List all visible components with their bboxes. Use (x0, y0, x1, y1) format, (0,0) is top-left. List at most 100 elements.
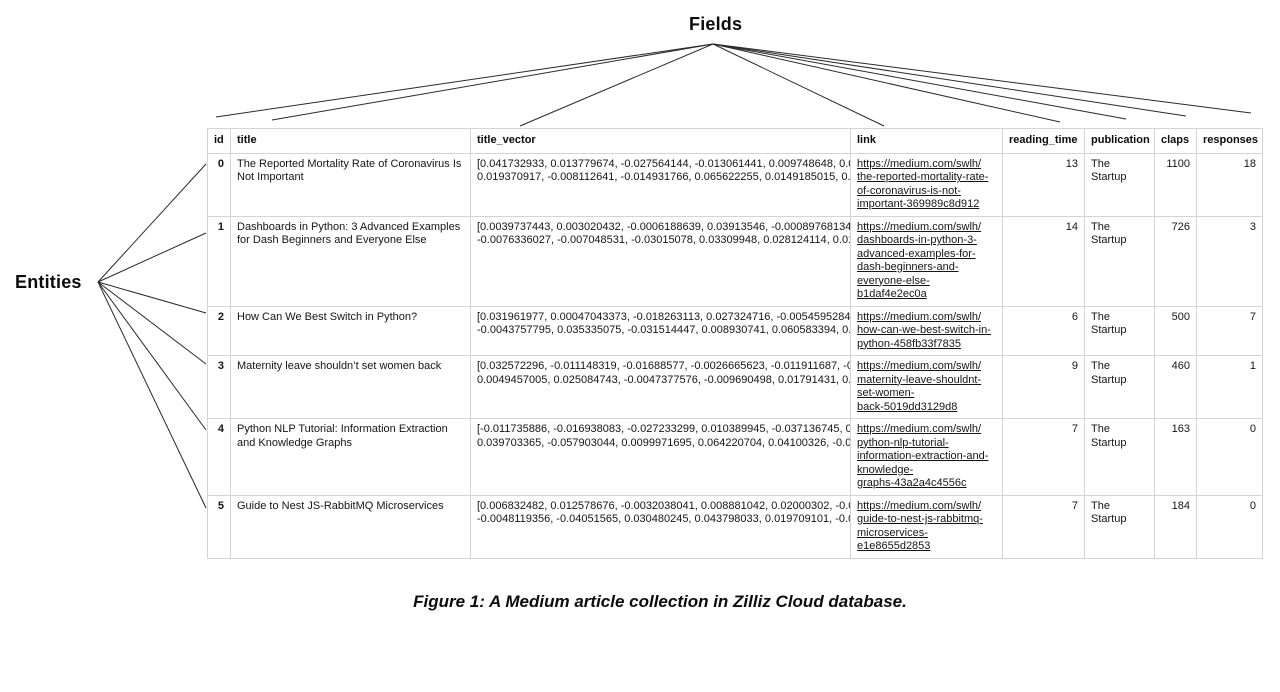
cell-title: Dashboards in Python: 3 Advanced Example… (230, 215, 471, 307)
cell-id: 4 (207, 418, 231, 496)
cell-title-vector: [0.006832482, 0.012578676, -0.0032038041… (470, 494, 851, 559)
cell-responses: 3 (1196, 215, 1263, 307)
connector-line (712, 43, 1187, 117)
column-header-responses: responses (1196, 128, 1263, 154)
cell-claps: 460 (1154, 355, 1197, 419)
connector-line (712, 43, 1252, 114)
connector-line (97, 281, 207, 431)
table-row: 1 Dashboards in Python: 3 Advanced Examp… (207, 215, 1263, 307)
cell-publication: The Startup (1084, 355, 1155, 419)
connector-line (712, 43, 1061, 123)
cell-reading-time: 7 (1002, 494, 1085, 559)
cell-reading-time: 14 (1002, 215, 1085, 307)
cell-title-vector: [0.031961977, 0.00047043373, -0.01826311… (470, 305, 851, 356)
cell-publication: The Startup (1084, 215, 1155, 307)
cell-claps: 726 (1154, 215, 1197, 307)
fields-label: Fields (689, 14, 743, 34)
vector-line: 0.0049457005, 0.025084743, -0.0047377576… (477, 373, 850, 386)
cell-title: Maternity leave shouldn’t set women back (230, 355, 471, 419)
cell-claps: 1100 (1154, 152, 1197, 217)
vector-line: -0.0048119356, -0.04051565, 0.030480245,… (477, 513, 850, 525)
cell-link: https://medium.com/swlh/ how-can-we-best… (850, 305, 1003, 356)
table-row: 5 Guide to Nest JS-RabbitMQ Microservice… (207, 494, 1263, 559)
fields-connectors (215, 43, 1252, 127)
header-row: id title title_vector link reading_time … (207, 128, 1263, 154)
cell-title: Python NLP Tutorial: Information Extract… (230, 418, 471, 496)
connector-line (97, 281, 207, 509)
table-row: 4 Python NLP Tutorial: Information Extra… (207, 418, 1263, 496)
connector-line (271, 43, 714, 121)
cell-id: 0 (207, 152, 231, 217)
figure-caption: Figure 1: A Medium article collection in… (413, 592, 907, 611)
cell-reading-time: 6 (1002, 305, 1085, 356)
connector-line (712, 43, 1127, 120)
connector-line (712, 43, 885, 127)
connector-line (97, 232, 207, 283)
cell-id: 2 (207, 305, 231, 356)
cell-reading-time: 13 (1002, 152, 1085, 217)
cell-title-vector: [0.032572296, -0.011148319, -0.01688577,… (470, 355, 851, 419)
connector-line (519, 43, 714, 127)
vector-line: [0.006832482, 0.012578676, -0.0032038041… (477, 499, 850, 512)
cell-responses: 7 (1196, 305, 1263, 356)
vector-line: -0.0076336027, -0.007048531, -0.03015078… (477, 234, 850, 246)
vector-line: [0.041732933, 0.013779674, -0.027564144,… (477, 157, 850, 170)
cell-title-vector: [-0.011735886, -0.016938083, -0.02723329… (470, 418, 851, 496)
vector-line: [0.032572296, -0.011148319, -0.01688577,… (477, 360, 850, 372)
cell-publication: The Startup (1084, 418, 1155, 496)
entities-connectors (97, 163, 207, 509)
vector-line: [0.0039737443, 0.003020432, -0.000618863… (477, 220, 850, 233)
table-row: 0 The Reported Mortality Rate of Coronav… (207, 152, 1263, 217)
vector-line: [0.031961977, 0.00047043373, -0.01826311… (477, 310, 850, 323)
cell-link: https://medium.com/swlh/ python-nlp-tuto… (850, 418, 1003, 496)
cell-reading-time: 7 (1002, 418, 1085, 496)
column-header-reading-time: reading_time (1002, 128, 1085, 154)
cell-title: The Reported Mortality Rate of Coronavir… (230, 152, 471, 217)
article-link[interactable]: https://medium.com/swlh/ how-can-we-best… (857, 310, 991, 350)
cell-title: How Can We Best Switch in Python? (230, 305, 471, 356)
cell-link: https://medium.com/swlh/ dashboards-in-p… (850, 215, 1003, 307)
column-header-claps: claps (1154, 128, 1197, 154)
table-row: 3 Maternity leave shouldn’t set women ba… (207, 355, 1263, 419)
cell-id: 1 (207, 215, 231, 307)
column-header-title-vector: title_vector (470, 128, 851, 154)
cell-publication: The Startup (1084, 494, 1155, 559)
vector-line: [-0.011735886, -0.016938083, -0.02723329… (477, 423, 850, 435)
article-link[interactable]: https://medium.com/swlh/ guide-to-nest-j… (857, 499, 983, 553)
cell-reading-time: 9 (1002, 355, 1085, 419)
cell-responses: 0 (1196, 418, 1263, 496)
collection-table: id title title_vector link reading_time … (207, 128, 1263, 559)
vector-line: -0.0043757795, 0.035335075, -0.031514447… (477, 324, 850, 336)
cell-title-vector: [0.041732933, 0.013779674, -0.027564144,… (470, 152, 851, 217)
connector-line (97, 281, 207, 365)
connector-line (97, 163, 207, 283)
column-header-link: link (850, 128, 1003, 154)
cell-id: 5 (207, 494, 231, 559)
column-header-id: id (207, 128, 231, 154)
cell-claps: 184 (1154, 494, 1197, 559)
article-link[interactable]: https://medium.com/swlh/ the-reported-mo… (857, 157, 989, 211)
cell-link: https://medium.com/swlh/ maternity-leave… (850, 355, 1003, 419)
cell-id: 3 (207, 355, 231, 419)
connector-line (215, 43, 714, 118)
cell-link: https://medium.com/swlh/ guide-to-nest-j… (850, 494, 1003, 559)
cell-publication: The Startup (1084, 152, 1155, 217)
article-link[interactable]: https://medium.com/swlh/ maternity-leave… (857, 360, 982, 413)
cell-responses: 1 (1196, 355, 1263, 419)
vector-line: 0.039703365, -0.057903044, 0.0099971695,… (477, 436, 850, 449)
cell-claps: 500 (1154, 305, 1197, 356)
table-row: 2 How Can We Best Switch in Python? [0.0… (207, 305, 1263, 356)
cell-title-vector: [0.0039737443, 0.003020432, -0.000618863… (470, 215, 851, 307)
cell-publication: The Startup (1084, 305, 1155, 356)
connector-line (97, 281, 207, 314)
article-link[interactable]: https://medium.com/swlh/ dashboards-in-p… (857, 220, 982, 301)
cell-link: https://medium.com/swlh/ the-reported-mo… (850, 152, 1003, 217)
column-header-title: title (230, 128, 471, 154)
article-link[interactable]: https://medium.com/swlh/ python-nlp-tuto… (857, 423, 989, 489)
cell-responses: 0 (1196, 494, 1263, 559)
cell-responses: 18 (1196, 152, 1263, 217)
entities-label: Entities (15, 272, 82, 292)
cell-title: Guide to Nest JS-RabbitMQ Microservices (230, 494, 471, 559)
vector-line: 0.019370917, -0.008112641, -0.014931766,… (477, 171, 850, 183)
